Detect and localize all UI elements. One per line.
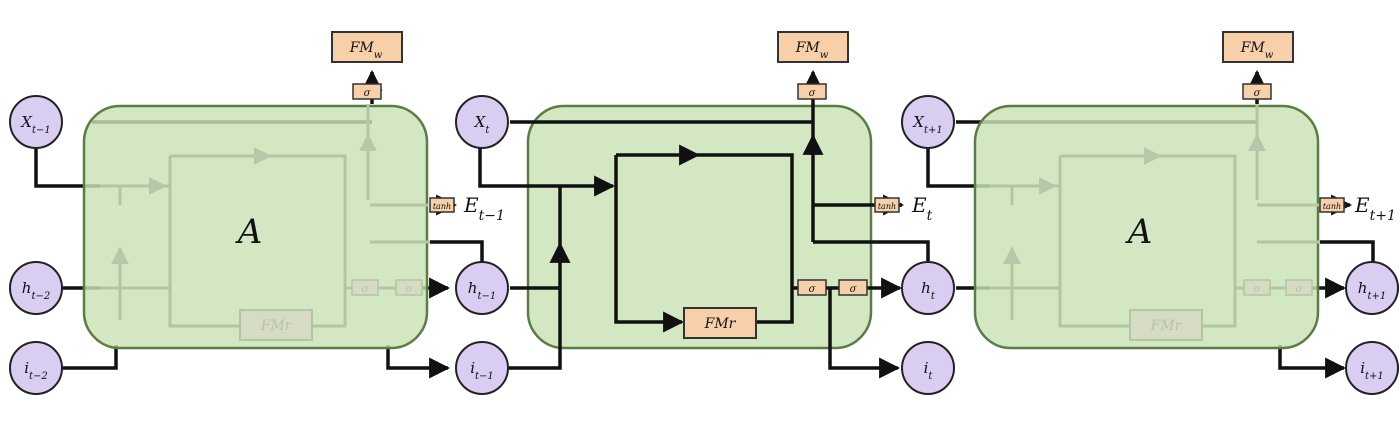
write-right-gate: σ: [1254, 88, 1262, 99]
node-h-tm2: ht−2: [9, 261, 63, 315]
cell-middle-body: [526, 104, 873, 350]
node-x-tp1: Xt+1: [901, 95, 955, 149]
write-left-label: FMw: [349, 40, 383, 61]
node-i-tm2: it−2: [9, 341, 63, 395]
cell-right-sigma-a: σ: [1254, 284, 1262, 295]
output-e-tm1: Et−1: [463, 193, 505, 224]
svg-text:it−2: it−2: [24, 359, 48, 382]
node-h-tm1: ht−1: [455, 261, 509, 315]
output-e-t: Et: [911, 193, 933, 224]
cell-right-sigma-b: σ: [1296, 284, 1304, 295]
node-i-t: it: [901, 341, 955, 395]
output-e-tp1: Et+1: [1354, 193, 1396, 224]
svg-text:it+1: it+1: [1360, 359, 1384, 382]
write-box-middle: σ FMw tanh: [777, 31, 900, 213]
cell-left-label: A: [235, 212, 263, 252]
cell-left-sigma-b: σ: [406, 284, 414, 295]
svg-text:it−1: it−1: [470, 359, 494, 382]
svg-text:ht−1: ht−1: [468, 279, 496, 302]
node-x-t: Xt: [455, 95, 509, 149]
node-i-tp1: it+1: [1345, 341, 1399, 395]
write-box-left: σ FMw tanh: [331, 31, 455, 213]
cell-middle-sigma-a: σ: [809, 284, 817, 295]
node-h-t: ht: [901, 261, 955, 315]
cell-middle: FMr σ σ: [478, 69, 930, 379]
write-middle-tanh: tanh: [878, 202, 896, 211]
cell-right-label: A: [1125, 212, 1153, 252]
cell-left-sigma-a: σ: [362, 284, 370, 295]
svg-text:ht−2: ht−2: [22, 279, 50, 302]
write-right-label: FMw: [1240, 40, 1274, 61]
node-h-tp1: ht+1: [1345, 261, 1399, 315]
write-left-tanh: tanh: [433, 202, 451, 211]
cell-right-fmr: FMr: [1150, 318, 1183, 334]
write-right-tanh: tanh: [1323, 202, 1341, 211]
svg-text:Xt: Xt: [474, 113, 491, 136]
cell-right: FMr σ σ A: [926, 69, 1375, 379]
cell-left-fmr: FMr: [260, 318, 293, 334]
write-left-gate: σ: [364, 88, 372, 99]
svg-text:ht+1: ht+1: [1358, 279, 1386, 302]
write-middle-gate: σ: [809, 88, 817, 99]
svg-text:ht: ht: [921, 279, 936, 302]
node-i-tm1: it−1: [455, 341, 509, 395]
svg-text:Xt+1: Xt+1: [912, 113, 942, 136]
cell-middle-fmr: FMr: [704, 316, 737, 332]
svg-text:Xt−1: Xt−1: [20, 113, 50, 136]
write-box-right: σ FMw tanh: [1222, 31, 1345, 213]
cell-left: FMr σ σ A: [34, 69, 484, 379]
cell-middle-sigma-b: σ: [850, 284, 858, 295]
svg-text:it: it: [924, 359, 934, 382]
node-x-tm1: Xt−1: [9, 95, 63, 149]
write-middle-label: FMw: [795, 40, 829, 61]
